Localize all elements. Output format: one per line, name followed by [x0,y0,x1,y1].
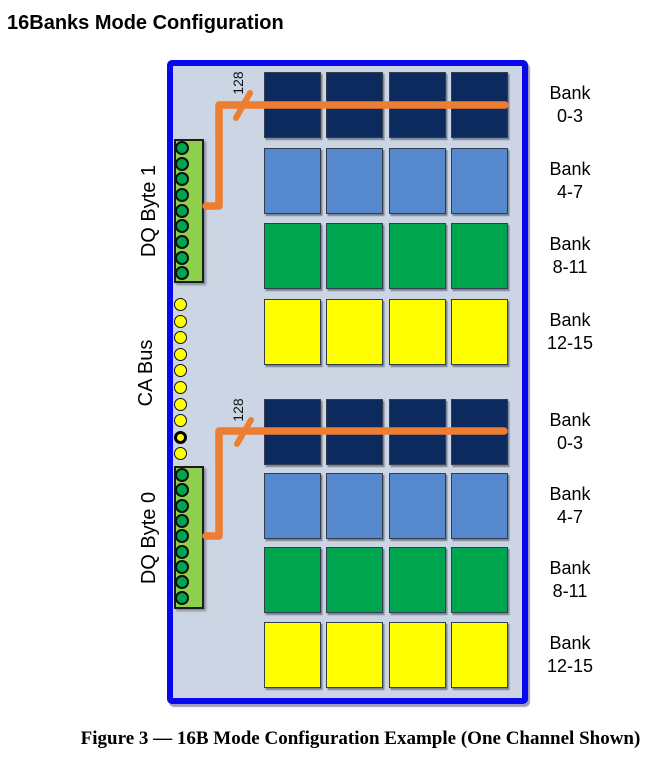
ca-bus-pin [173,298,187,311]
dq-byte-0-pin [175,544,189,559]
bank-cell-8-11 [326,547,383,613]
dq-byte-1-pin [175,250,189,265]
bank-cell-12-15 [264,299,321,365]
dq-byte-0-pin [175,483,189,498]
bus-width-label-bottom: 128 [230,398,246,422]
bank-cell-4-7 [326,148,383,214]
bank-cell-4-7 [264,473,321,539]
bank-cell-8-11 [451,547,508,613]
bank-cell-0-3 [264,399,321,465]
bank-cell-8-11 [389,223,446,289]
bank-cell-8-11 [451,223,508,289]
bank-cell-4-7 [326,473,383,539]
bank-cell-4-7 [451,148,508,214]
ca-bus-pin [173,447,187,461]
bank-cell-0-3 [451,399,508,465]
dq-byte-0-pin [175,529,189,544]
dq-byte-1-pin [175,266,189,281]
dq-byte-0-pin [175,590,189,605]
bank-cell-4-7 [451,473,508,539]
bus-width-label-top: 128 [230,71,246,95]
bank-cell-4-7 [264,148,321,214]
dq-byte-1-pin [175,234,189,249]
dq-byte-0-pin [175,498,189,513]
dq-byte-0-pin [175,575,189,590]
dq-byte-1-pin [175,203,189,218]
bank-cell-0-3 [326,72,383,138]
bank-cell-12-15 [326,299,383,365]
bank-cell-8-11 [264,223,321,289]
bank-cell-0-3 [326,399,383,465]
bank-cell-8-11 [389,547,446,613]
bank-cell-8-11 [264,547,321,613]
bank-cell-12-15 [451,299,508,365]
bank-cell-12-15 [326,622,383,688]
bank-cell-0-3 [264,72,321,138]
dq-byte-0-pin [175,560,189,575]
bank-cell-0-3 [389,399,446,465]
ca-bus-pin [173,397,187,411]
label-dq-byte-0: DQ Byte 0 [138,491,160,585]
bank-cell-12-15 [389,299,446,365]
bank-cell-4-7 [389,148,446,214]
figure-caption: Figure 3 — 16B Mode Configuration Exampl… [80,728,641,749]
bank-cell-8-11 [326,223,383,289]
ca-bus-pin [173,314,187,328]
bank-cell-12-15 [451,622,508,688]
bank-cell-12-15 [264,622,321,688]
dq-byte-1-pin [175,172,189,187]
page-title: 16Banks Mode Configuration [7,12,284,34]
ca-bus-pin [173,430,187,444]
bank-cell-0-3 [389,72,446,138]
bank-cell-4-7 [389,473,446,539]
ca-bus-pin [173,331,187,345]
ca-bus-pin [173,414,187,428]
ca-bus-pin [173,364,187,378]
bank-cell-12-15 [389,622,446,688]
ca-bus-pin [173,381,187,394]
dq-byte-0-pin [175,514,189,529]
dq-byte-1-pin [175,156,189,171]
dq-byte-1-pin [175,187,189,202]
ca-bus-pin [173,347,187,361]
dq-byte-0-pin [175,468,189,482]
bank-cell-0-3 [451,72,508,138]
dq-byte-1-pin [175,141,189,155]
dq-byte-1-pin [175,219,189,234]
